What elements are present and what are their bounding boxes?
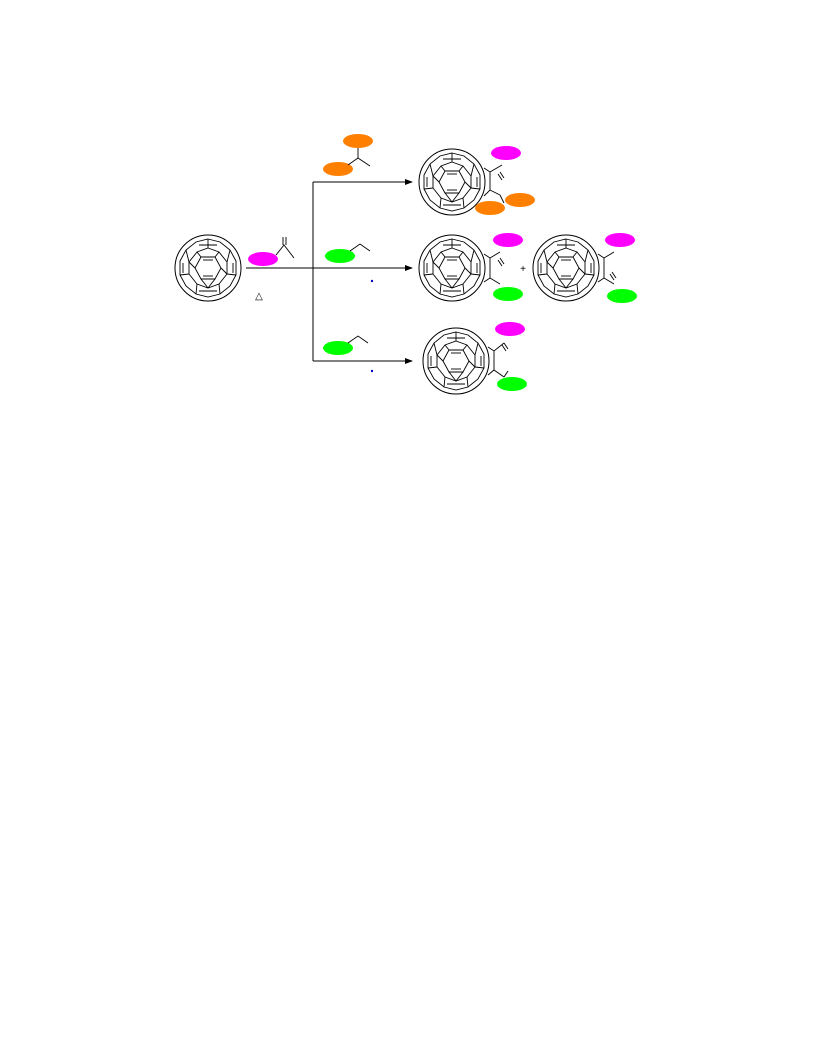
- reagent-orange: [323, 134, 373, 176]
- green-group-blob: [607, 289, 637, 303]
- green-group-blob: [323, 341, 353, 355]
- orange-group-blob: [475, 201, 505, 215]
- orange-group-blob: [343, 134, 373, 148]
- reagent-green-bottom: [323, 335, 369, 355]
- orange-group-blob: [505, 193, 535, 207]
- magenta-group-blob: [248, 252, 278, 266]
- reagent-magenta: [248, 237, 295, 266]
- reagent-green-middle: [325, 243, 371, 263]
- product-middle-left: [418, 233, 523, 302]
- green-group-blob: [497, 377, 527, 391]
- heat-symbol: △: [255, 291, 263, 302]
- magenta-group-blob: [605, 233, 635, 247]
- green-group-blob: [493, 287, 523, 301]
- blue-marker: [370, 279, 374, 283]
- green-group-blob: [325, 249, 355, 263]
- product-bottom: [422, 322, 527, 395]
- product-middle-right: [532, 233, 637, 303]
- product-top: [418, 146, 535, 216]
- starting-fullerene: [174, 234, 242, 302]
- plus-sign: +: [520, 264, 526, 275]
- magenta-group-blob: [493, 233, 523, 247]
- magenta-group-blob: [491, 146, 521, 160]
- magenta-group-blob: [495, 322, 525, 336]
- blue-marker: [370, 369, 374, 373]
- orange-group-blob: [323, 162, 353, 176]
